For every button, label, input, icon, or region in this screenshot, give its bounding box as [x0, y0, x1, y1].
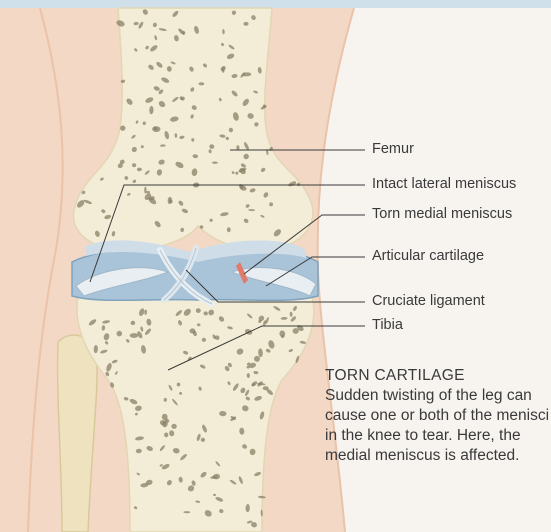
caption-body: Sudden twisting of the leg can cause one…	[325, 386, 551, 466]
bone-pore	[171, 424, 176, 429]
label-tibia: Tibia	[372, 318, 403, 333]
label-cruciate-ligament: Cruciate ligament	[372, 294, 485, 309]
label-torn-medial-meniscus: Torn medial meniscus	[372, 207, 512, 222]
bone-pore	[293, 328, 299, 334]
bone-pore	[212, 162, 218, 164]
caption-title: TORN CARTILAGE	[325, 366, 551, 386]
label-femur: Femur	[372, 142, 414, 157]
label-articular-cartilage: Articular cartilage	[372, 249, 484, 264]
bone-pore	[144, 187, 146, 194]
label-intact-lateral-meniscus: Intact lateral meniscus	[372, 177, 516, 192]
top-bar	[0, 0, 551, 8]
caption: TORN CARTILAGE Sudden twisting of the le…	[325, 366, 551, 466]
bone-pore	[146, 191, 150, 194]
